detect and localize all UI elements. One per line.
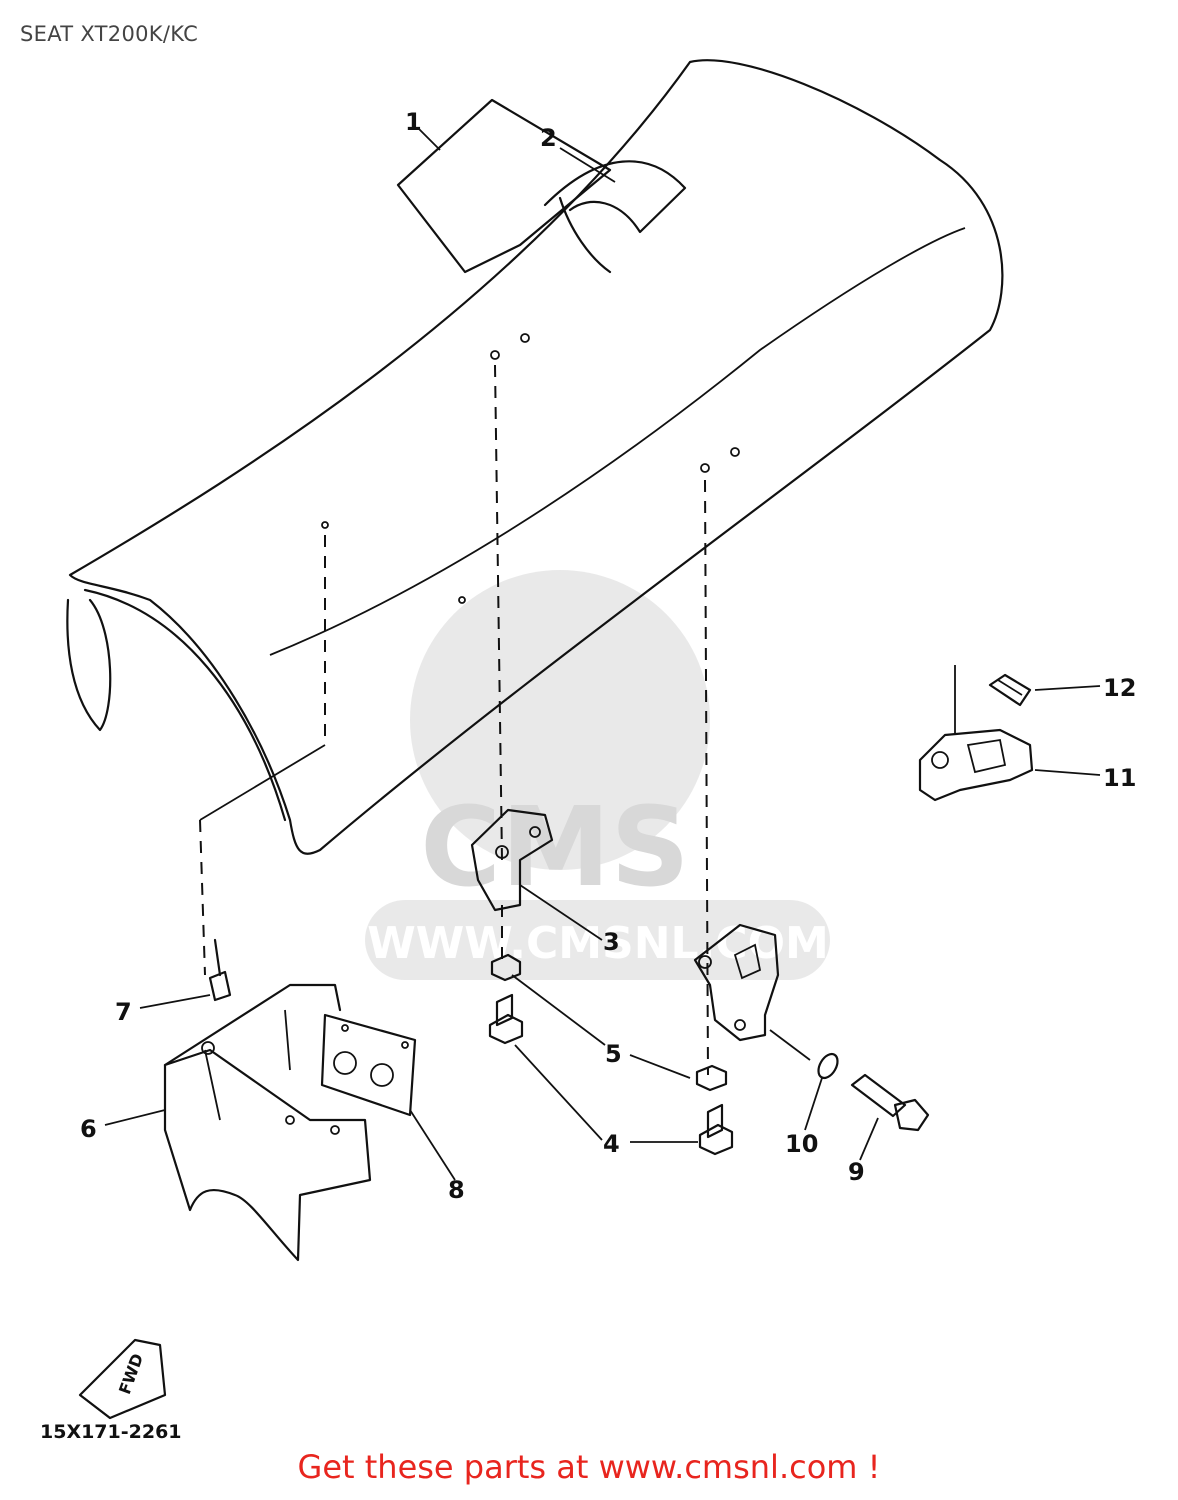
drawing-code: 15X171-2261 — [40, 1421, 182, 1440]
fwd-arrow-icon: FWD — [78, 1338, 167, 1420]
nut-5 — [490, 953, 728, 1092]
footer-link[interactable]: Get these parts at www.cmsnl.com ! — [297, 1448, 881, 1486]
seat-latch — [918, 673, 1034, 802]
callout-numbers: 1 2 3 4 5 6 7 8 9 10 11 12 — [80, 108, 1136, 1204]
callout-10: 10 — [785, 1130, 818, 1158]
assembly-lines — [199, 364, 956, 1076]
bolt-9 — [850, 1073, 930, 1132]
leader-lines — [104, 127, 1101, 1181]
callout-1: 1 — [405, 108, 422, 136]
exploded-parts-diagram: CMS WWW.CMSNL.COM — [40, 59, 1136, 1440]
callout-2: 2 — [540, 124, 557, 152]
bracket-right — [693, 923, 780, 1042]
callout-11: 11 — [1103, 764, 1136, 792]
callout-7: 7 — [115, 998, 132, 1026]
watermark-url: WWW.CMSNL.COM — [367, 918, 829, 969]
callout-12: 12 — [1103, 674, 1136, 702]
bracket-left — [470, 808, 554, 912]
page-title: SEAT XT200K/KC — [20, 22, 199, 46]
washer-10 — [817, 1052, 839, 1080]
callout-8: 8 — [448, 1176, 465, 1204]
callout-4: 4 — [603, 1130, 620, 1158]
seat — [66, 59, 1004, 855]
callout-9: 9 — [848, 1158, 865, 1186]
callout-5: 5 — [605, 1040, 622, 1068]
callout-6: 6 — [80, 1115, 97, 1143]
fwd-label: FWD — [115, 1351, 147, 1397]
bolt-4 — [488, 993, 734, 1156]
callout-3: 3 — [603, 928, 620, 956]
cms-watermark: CMS WWW.CMSNL.COM — [365, 570, 830, 980]
mount-plate — [320, 1013, 417, 1117]
watermark-brand: CMS — [420, 783, 689, 911]
rear-cover — [163, 983, 372, 1262]
bolt-7 — [208, 938, 232, 1002]
